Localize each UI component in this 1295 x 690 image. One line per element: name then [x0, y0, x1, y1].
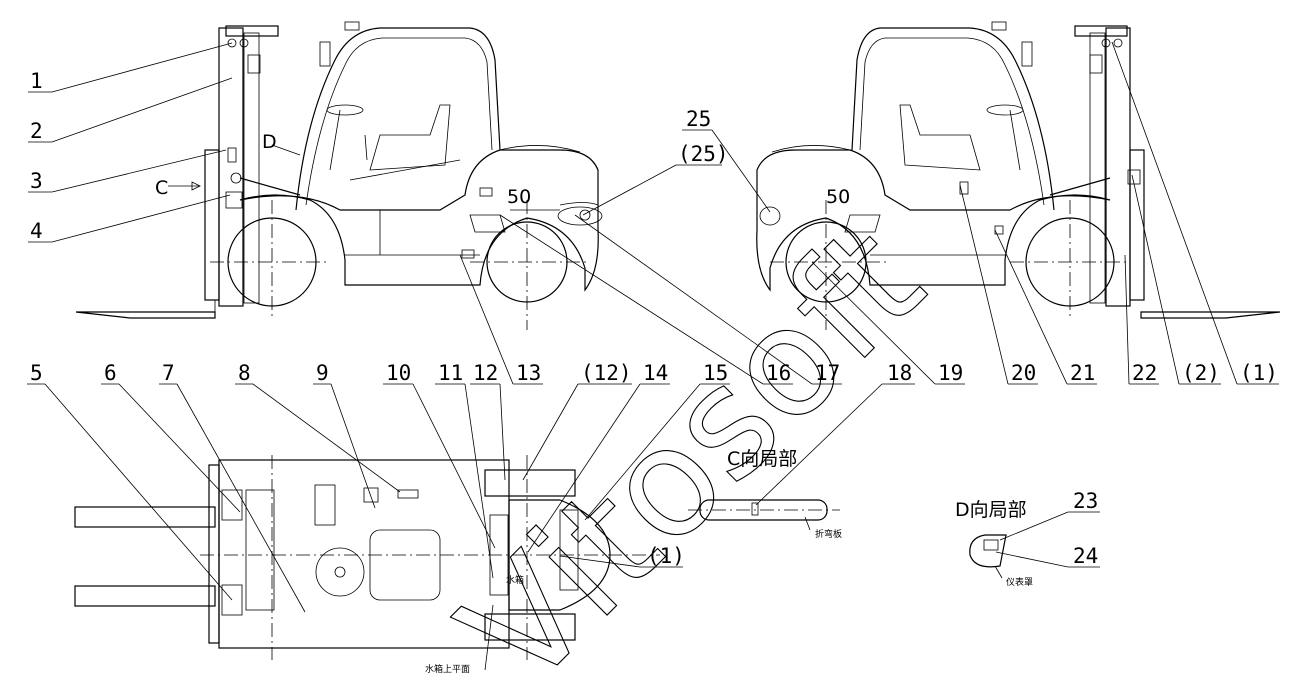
- callout-1-plan-label: (1): [647, 544, 685, 568]
- callout-19: 19: [811, 261, 965, 385]
- callout-5: 5: [27, 361, 233, 601]
- callout-9: 9: [313, 361, 376, 509]
- callout-p2p: (2): [1131, 174, 1221, 385]
- callout-1: 1: [28, 42, 233, 93]
- callout-23: 23: [999, 489, 1100, 541]
- callout-14: 14: [527, 361, 670, 553]
- callout-7-label: 7: [162, 361, 175, 385]
- water-tank-top-label: 水箱上平面: [425, 663, 470, 675]
- callout-1-plan: (1): [559, 544, 685, 568]
- model-number-left: 50: [507, 186, 531, 208]
- callout-5-label: 5: [30, 361, 43, 385]
- callout-13: 13: [459, 254, 543, 385]
- callout-23-label: 23: [1073, 489, 1098, 513]
- callout-14-label: 14: [643, 361, 668, 385]
- plan-view: 水箱 水箱上平面: [74, 455, 660, 675]
- callout-19-label: 19: [938, 361, 963, 385]
- callout-21: 21: [994, 229, 1097, 385]
- right-side-view: 50: [756, 21, 1281, 330]
- view-d-title: D向局部: [955, 499, 1027, 521]
- callout-15-label: 15: [703, 361, 728, 385]
- callout-25-paren-label: (25): [678, 142, 729, 166]
- detail-view-c: C向局部 折弯板: [688, 448, 842, 540]
- callout-11: 11: [435, 361, 494, 579]
- detail-view-d: D向局部 仪表罩: [955, 499, 1033, 588]
- callout-6: 6: [101, 361, 241, 513]
- view-arrow-c: C: [155, 177, 168, 199]
- callout-12: 12: [470, 361, 506, 481]
- callout-p12p: (12): [522, 361, 632, 481]
- callout-21-label: 21: [1070, 361, 1095, 385]
- callout-22-label: 22: [1132, 361, 1157, 385]
- callout-18: 18: [755, 361, 915, 506]
- callout-4-label: 4: [30, 219, 43, 243]
- callout-8-label: 8: [238, 361, 251, 385]
- callout-6-label: 6: [104, 361, 117, 385]
- callout-16-label: 16: [766, 361, 791, 385]
- callout-9-label: 9: [316, 361, 329, 385]
- callout-18-label: 18: [887, 361, 912, 385]
- callout-24-label: 24: [1073, 544, 1098, 568]
- callout-12-label: 12: [473, 361, 498, 385]
- callout-p12p-label: (12): [581, 361, 632, 385]
- callout-22: 22: [1124, 254, 1159, 385]
- fold-plate-label: 折弯板: [815, 528, 842, 540]
- callout-17: 17: [574, 214, 842, 385]
- view-arrow-d: D: [262, 131, 277, 153]
- callout-1-label: 1: [30, 69, 43, 93]
- callout-13-label: 13: [516, 361, 541, 385]
- callout-11-label: 11: [438, 361, 463, 385]
- water-tank-label: 水箱: [506, 574, 524, 586]
- callout-7: 7: [159, 361, 306, 613]
- callout-20-label: 20: [1011, 361, 1036, 385]
- watermark: Vitosoft: [429, 194, 955, 690]
- callout-15: 15: [584, 361, 730, 521]
- callout-2-label: 2: [30, 119, 43, 143]
- callout-17-label: 17: [815, 361, 840, 385]
- callout-25-paren: (25): [582, 142, 729, 216]
- instrument-cover-label: 仪表罩: [1006, 576, 1033, 588]
- callout-8: 8: [235, 361, 401, 493]
- callout-20: 20: [959, 184, 1038, 385]
- callout-10-label: 10: [386, 361, 411, 385]
- callout-3-label: 3: [30, 169, 43, 193]
- callout-p1p-label: (1): [1240, 361, 1278, 385]
- left-side-view: 50 C D: [75, 21, 603, 330]
- callout-p1p: (1): [1111, 41, 1279, 385]
- callout-25-label: 25: [686, 107, 711, 131]
- callout-p2p-label: (2): [1182, 361, 1220, 385]
- callout-24: 24: [995, 544, 1100, 568]
- callout-10: 10: [383, 361, 496, 549]
- callout-3: 3: [28, 149, 227, 193]
- callout-2: 2: [28, 77, 233, 143]
- callout-16: 16: [499, 214, 793, 385]
- model-number-right: 50: [826, 186, 850, 208]
- view-c-title: C向局部: [727, 448, 797, 470]
- callout-4: 4: [28, 194, 231, 243]
- callout-25: 25: [682, 107, 771, 213]
